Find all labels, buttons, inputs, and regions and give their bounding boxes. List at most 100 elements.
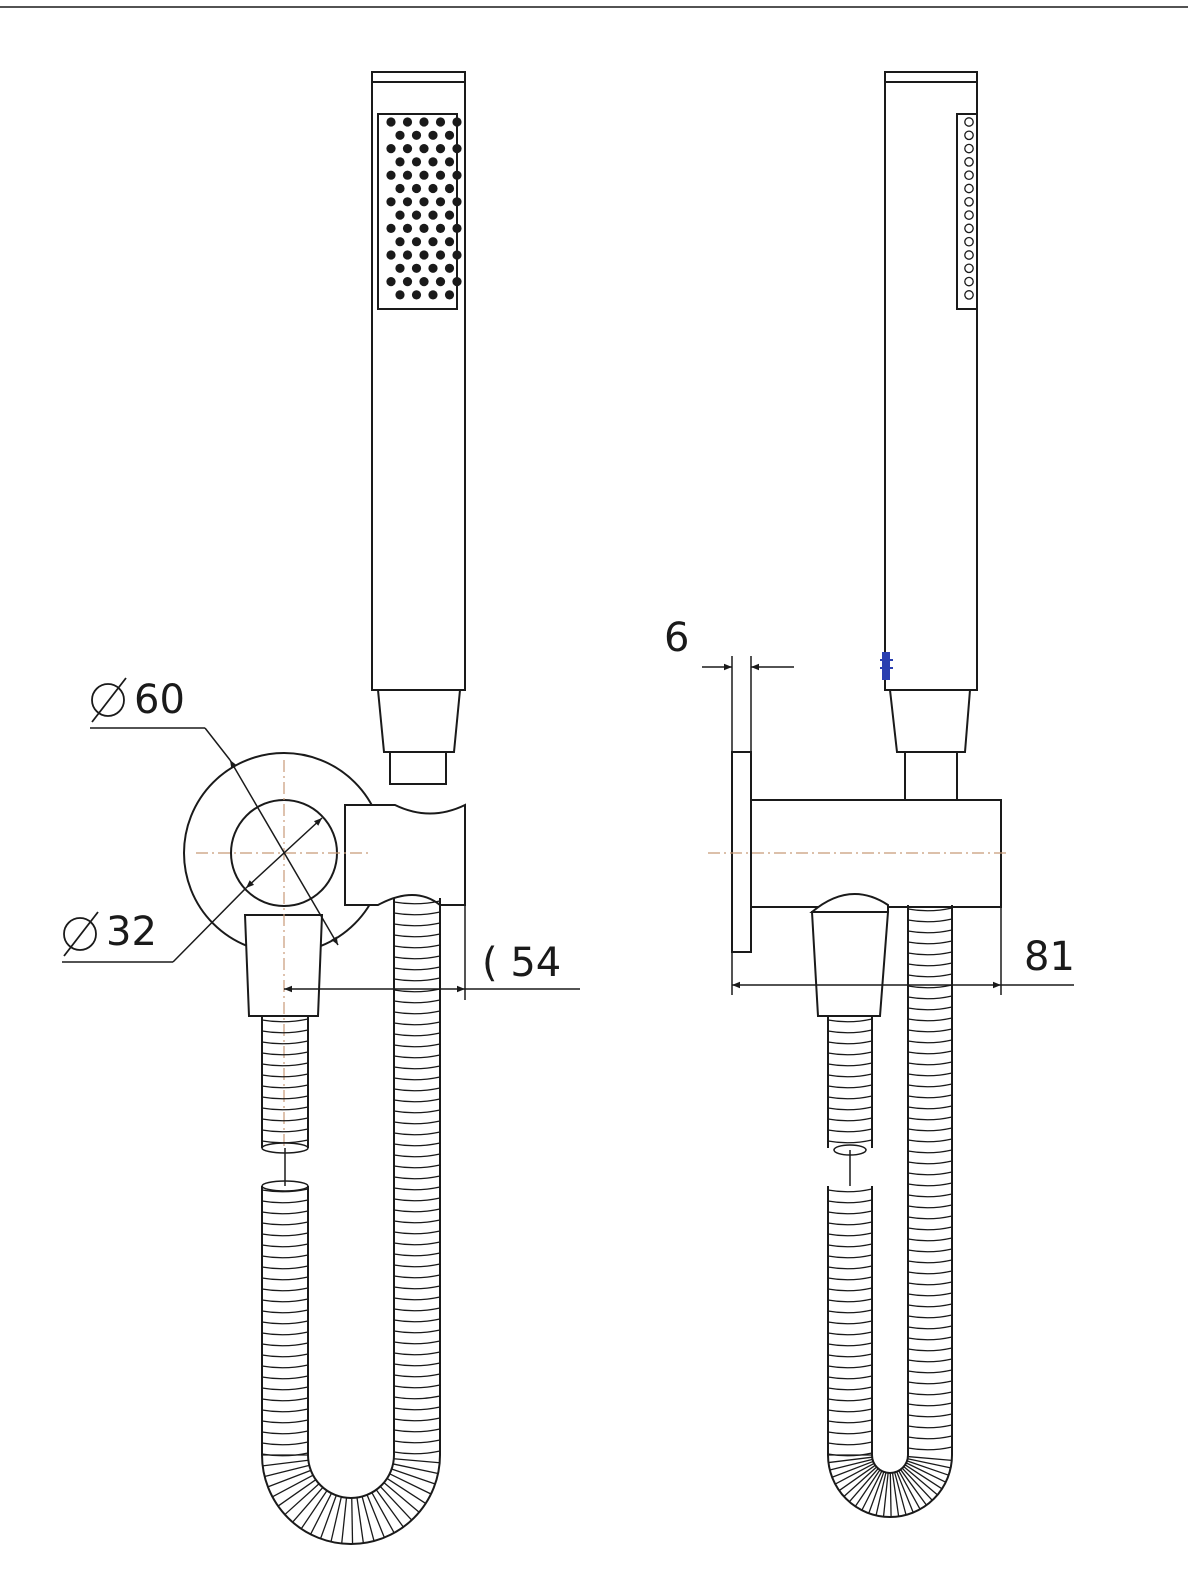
hose-rib: [907, 1347, 953, 1352]
nozzle-dot: [444, 263, 455, 273]
hose-rib: [894, 1472, 907, 1516]
hose-rib: [907, 1127, 953, 1132]
side-nozzle-dot: [964, 183, 974, 194]
hose-rib: [827, 1386, 873, 1391]
hose-rib: [827, 1051, 873, 1056]
hose-rib: [261, 1117, 309, 1122]
front-view: 60 32 ( 54: [62, 71, 580, 1545]
front-handset-cap: [371, 71, 466, 83]
side-accent-mark: [880, 652, 893, 680]
side-handset-neck: [888, 689, 972, 753]
hose-rib: [261, 1243, 309, 1248]
nozzle-dot: [435, 223, 446, 233]
nozzle-dot: [402, 223, 413, 233]
nozzle-dot: [402, 250, 413, 260]
hose-rib: [261, 1128, 309, 1133]
hose-rib: [393, 1307, 441, 1312]
hose-rib: [896, 1471, 914, 1513]
hose-rib: [907, 1017, 953, 1022]
hose-rib: [827, 1353, 873, 1358]
hose-rib: [393, 1164, 441, 1169]
hose-rib: [393, 1230, 441, 1235]
hose-rib: [261, 1386, 309, 1391]
hose-rib: [907, 1314, 953, 1319]
hose-rib: [907, 1380, 953, 1385]
nozzle-dot: [395, 237, 405, 247]
hose-rib: [393, 1384, 441, 1389]
nozzle-dot: [452, 144, 462, 154]
hose-rib: [393, 1120, 441, 1125]
nozzle-dot: [395, 157, 405, 167]
hose-rib: [393, 1458, 440, 1464]
hose-rib: [261, 1265, 309, 1270]
hose-rib: [393, 1142, 441, 1147]
side-nozzle-dot: [964, 196, 974, 207]
hose-rib: [907, 1006, 953, 1011]
hose-rib: [261, 1320, 309, 1325]
dim-32-line: [245, 817, 323, 889]
hose-rib: [261, 1441, 309, 1446]
hose-rib: [831, 1460, 874, 1478]
nozzle-dot: [402, 117, 413, 127]
hose-rib: [261, 1221, 309, 1226]
hose-rib: [827, 1128, 873, 1133]
hose-rib: [827, 1441, 873, 1446]
hose-rib: [393, 1076, 441, 1081]
nozzle-dot: [435, 117, 446, 127]
hose-rib: [907, 1435, 953, 1440]
hose-rib: [829, 1458, 873, 1471]
hose-rib: [393, 1340, 441, 1345]
hose-rib: [393, 977, 441, 982]
hose-rib: [907, 1050, 953, 1055]
hose-rib: [277, 1479, 317, 1507]
hose-rib: [900, 1469, 927, 1506]
hose-rib: [827, 1419, 873, 1424]
hose-rib: [905, 1462, 947, 1483]
hose-rib: [261, 1298, 309, 1303]
hose-rib: [827, 1062, 873, 1067]
hose-rib: [341, 1497, 348, 1544]
hose-rib: [393, 900, 441, 905]
nozzle-dot: [395, 130, 405, 140]
hose-rib: [393, 1153, 441, 1158]
hose-rib: [827, 1298, 873, 1303]
hose-rib: [261, 1254, 309, 1259]
hose-rib: [393, 1417, 441, 1422]
hose-rib: [393, 1373, 441, 1378]
hose-rib: [907, 1446, 953, 1451]
hose-rib: [907, 995, 953, 1000]
hose-rib: [393, 1021, 441, 1026]
hose-rib: [261, 1364, 309, 1369]
hose-rib: [907, 1391, 953, 1396]
dim-32-diameter-icon: [63, 917, 97, 951]
hose-rib: [827, 1276, 873, 1281]
nozzle-dot: [428, 237, 438, 247]
hose-rib: [351, 1497, 354, 1544]
hose-rib: [827, 1117, 873, 1122]
hose-rib: [907, 1193, 953, 1198]
dim-60-leader-diag: [204, 727, 231, 761]
hose-rib: [827, 1320, 873, 1325]
nozzle-dot: [419, 197, 429, 207]
nozzle-dot: [402, 277, 413, 287]
hose-rib: [375, 1489, 404, 1528]
hose-rib: [261, 1353, 309, 1358]
hose-rib: [393, 1043, 441, 1048]
hose-rib: [901, 1467, 933, 1501]
hose-rib: [393, 999, 441, 1004]
hose-rib: [261, 1397, 309, 1402]
dim-6-value: 6: [664, 615, 689, 661]
hose-rib: [319, 1495, 337, 1539]
hose-rib: [907, 1028, 953, 1033]
hose-rib: [393, 1109, 441, 1114]
hose-rib: [827, 1221, 873, 1226]
hose-rib: [828, 1456, 873, 1464]
dim-54-value: ( 54: [482, 940, 561, 986]
hose-rib: [393, 1450, 441, 1455]
hose-rib: [393, 1406, 441, 1411]
front-holder-arm: [344, 803, 466, 906]
nozzle-dot: [386, 277, 396, 287]
hose-rib: [393, 1098, 441, 1103]
hose-rib: [882, 1472, 889, 1517]
